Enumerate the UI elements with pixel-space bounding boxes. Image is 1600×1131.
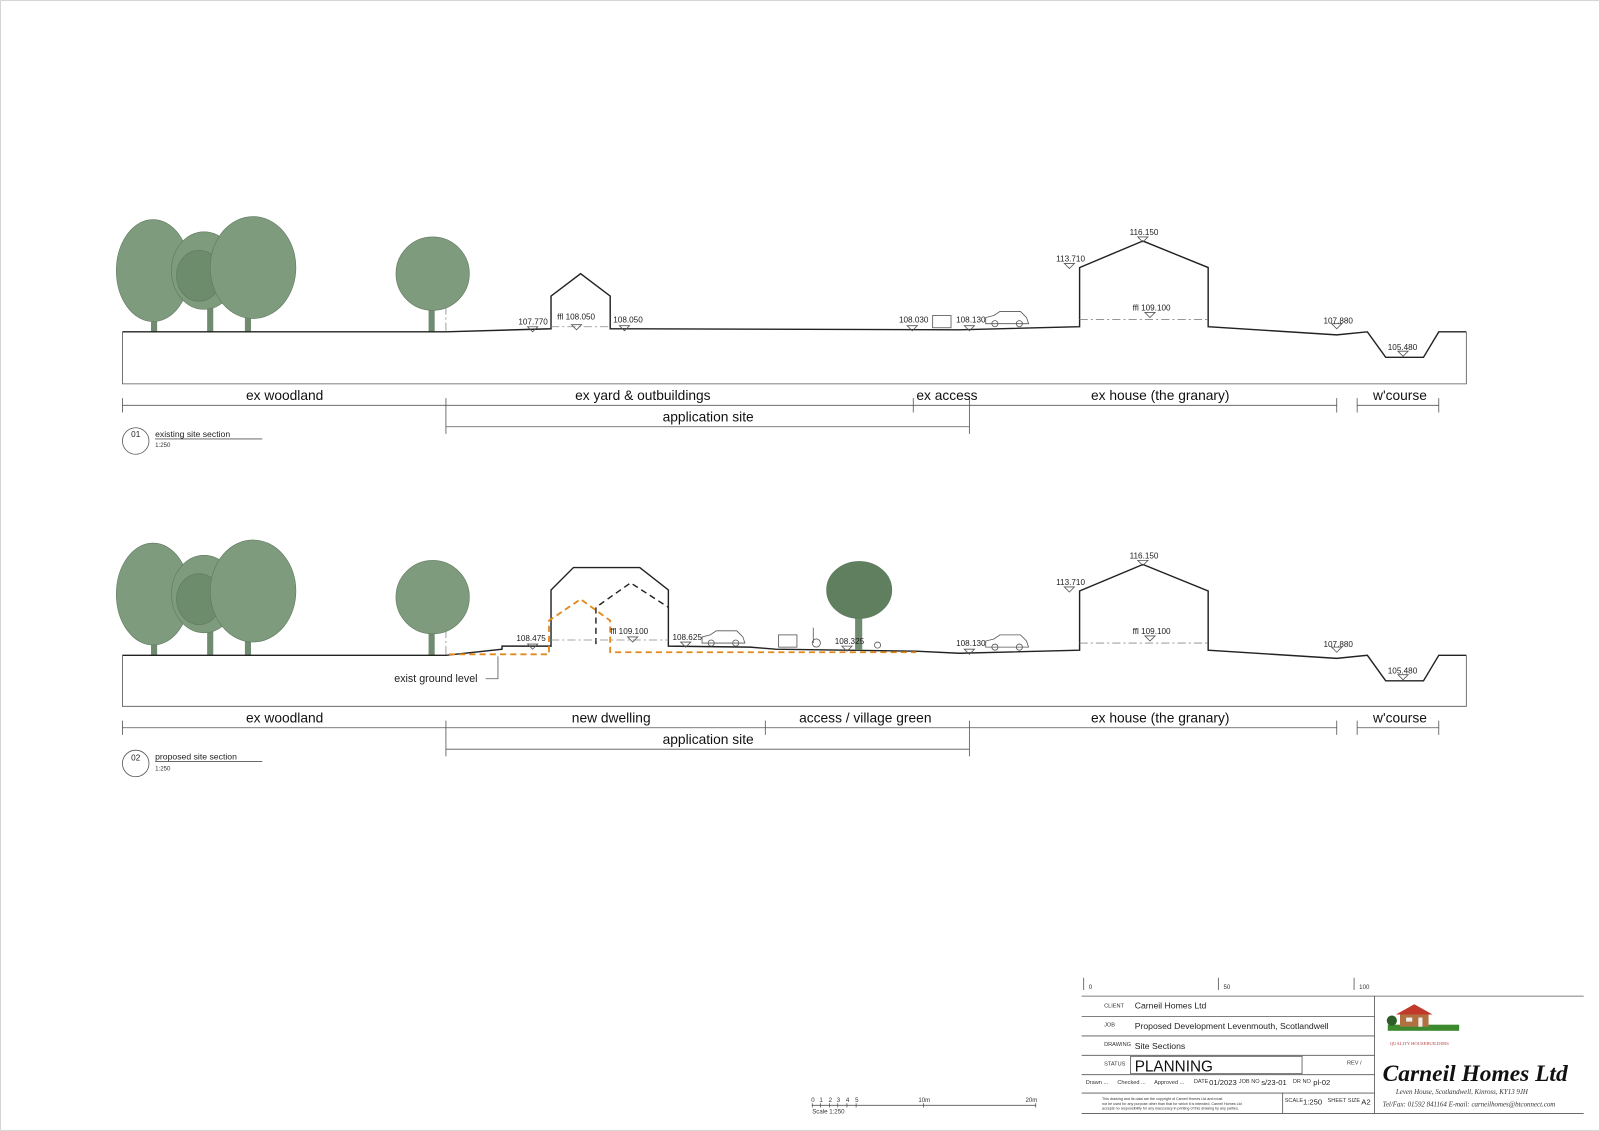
level-label: ffl 109.100 — [1133, 303, 1171, 312]
scale-value: 1:250 — [1303, 1097, 1322, 1106]
woodland-trees-icon — [116, 216, 297, 333]
zone-label: new dwelling — [572, 711, 651, 726]
existing-site-section: 107.770 ffl 108.050 108.050 108.030 108.… — [116, 216, 1467, 455]
scale-tick: 5 — [855, 1097, 859, 1104]
company-address: Leven House, Scotlandwell, Kinross, KY13… — [1395, 1089, 1529, 1096]
car-front-icon — [932, 315, 952, 329]
woodland-trees-icon — [116, 539, 297, 656]
level-label: 107.770 — [518, 318, 548, 327]
field-label: DR NO — [1293, 1079, 1312, 1085]
checked-field: Checked ... — [1117, 1080, 1146, 1086]
job-value: Proposed Development Levenmouth, Scotlan… — [1135, 1021, 1329, 1031]
field-label: CLIENT — [1104, 1003, 1125, 1009]
section-scale: 1:250 — [155, 766, 171, 773]
field-label: SHEET SIZE — [1328, 1098, 1361, 1104]
tree-icon — [395, 560, 470, 656]
zone-label: ex woodland — [246, 388, 323, 403]
village-green-tree-icon — [826, 561, 893, 651]
section-title: existing site section — [155, 429, 230, 439]
proposed-site-section: exist ground level 108.475 ffl 109.100 1… — [116, 539, 1467, 778]
field-label: DATE — [1194, 1079, 1209, 1085]
zone-label: ex house (the granary) — [1091, 388, 1230, 403]
field-label: JOB NO — [1239, 1079, 1261, 1085]
company-name: Carneil Homes Ltd — [1383, 1061, 1569, 1087]
level-label: ffl 109.100 — [1133, 627, 1171, 636]
level-label: 113.710 — [1056, 578, 1085, 587]
application-site-label: application site — [663, 732, 754, 747]
section-number: 01 — [131, 430, 141, 439]
zone-label: access / village green — [799, 711, 931, 726]
scale-tick: 20m — [1026, 1097, 1038, 1104]
car-front-icon — [778, 634, 798, 648]
zone-label: w'course — [1372, 711, 1427, 726]
scale-tick: 0 — [811, 1097, 815, 1104]
scale-tick: 3 — [837, 1097, 841, 1104]
zone-label: ex access — [916, 388, 977, 403]
level-label: 105.480 — [1388, 343, 1418, 352]
rev-label: REV / — [1347, 1060, 1362, 1066]
section-title: proposed site section — [155, 751, 237, 761]
car-icon — [701, 630, 746, 647]
drawn-field: Drawn ... — [1086, 1080, 1109, 1086]
job-no-value: s/23-01 — [1261, 1078, 1287, 1087]
dr-no-value: pl-02 — [1313, 1078, 1330, 1087]
zone-label: ex woodland — [246, 711, 323, 726]
field-label: SCALE — [1285, 1098, 1304, 1104]
ruler-label: 100 — [1359, 984, 1370, 991]
client-value: Carneil Homes Ltd — [1135, 1000, 1207, 1010]
car-icon — [985, 311, 1029, 328]
level-label: 108.050 — [613, 316, 643, 325]
application-site-label: application site — [663, 410, 754, 425]
ruler-label: 50 — [1223, 984, 1230, 991]
scale-tick: 2 — [829, 1097, 833, 1104]
level-label: 113.710 — [1056, 254, 1085, 263]
field-label: STATUS — [1104, 1062, 1126, 1068]
level-label: 108.130 — [956, 639, 986, 648]
level-label: 108.325 — [835, 637, 865, 646]
zone-label: ex house (the granary) — [1091, 711, 1230, 726]
section-scale: 1:250 — [155, 442, 171, 449]
company-logo: QUALITY HOUSEBUILDERS — [1386, 1004, 1460, 1046]
company-contact: Tel/Fax: 01592 841164 E-mail: carneilhom… — [1383, 1101, 1556, 1108]
level-label: 108.030 — [899, 316, 929, 325]
title-block: 0 50 100 CLIENT Carneil Homes Ltd JOB Pr… — [1081, 977, 1584, 1114]
level-label: 108.475 — [516, 634, 546, 643]
level-label: ffl 109.100 — [610, 627, 648, 636]
scale-tick: 10m — [918, 1097, 930, 1104]
zone-label: ex yard & outbuildings — [575, 388, 711, 403]
cyclists-icon — [811, 627, 882, 649]
section-number: 02 — [131, 753, 141, 762]
level-label: 116.150 — [1130, 551, 1159, 560]
zone-label: w'course — [1372, 388, 1427, 403]
level-label: 107.880 — [1323, 640, 1353, 649]
logo-tagline: QUALITY HOUSEBUILDERS — [1390, 1041, 1449, 1046]
level-label: 116.150 — [1130, 228, 1159, 237]
level-label: 108.625 — [672, 633, 702, 642]
sheet-value: A2 — [1361, 1097, 1370, 1106]
tree-icon — [395, 236, 470, 333]
ruler-label: 0 — [1089, 984, 1093, 991]
drawing-value: Site Sections — [1135, 1041, 1186, 1051]
scale-caption: Scale 1:250 — [812, 1108, 845, 1115]
copyright-note: not be used for any purpose other than t… — [1102, 1102, 1242, 1106]
level-label: 107.880 — [1323, 317, 1353, 326]
status-value: PLANNING — [1135, 1059, 1213, 1076]
level-label: ffl 108.050 — [557, 313, 595, 322]
approved-field: Approved ... — [1154, 1080, 1185, 1086]
scale-tick: 1 — [819, 1097, 823, 1104]
level-label: 105.480 — [1388, 667, 1418, 676]
field-label: DRAWING — [1104, 1042, 1131, 1048]
field-label: JOB — [1104, 1023, 1115, 1029]
existing-ground-note: exist ground level — [394, 673, 477, 685]
date-value: 01/2023 — [1209, 1078, 1237, 1087]
scale-tick: 4 — [846, 1097, 850, 1104]
copyright-note: This drawing and its data are the copyri… — [1102, 1097, 1222, 1101]
copyright-note: accepts no responsibility for any inaccu… — [1102, 1106, 1239, 1110]
car-icon — [985, 634, 1029, 651]
level-label: 108.130 — [956, 316, 986, 325]
scale-bar: 0 1 2 3 4 5 10m 20m Scale 1:250 — [811, 1097, 1037, 1115]
